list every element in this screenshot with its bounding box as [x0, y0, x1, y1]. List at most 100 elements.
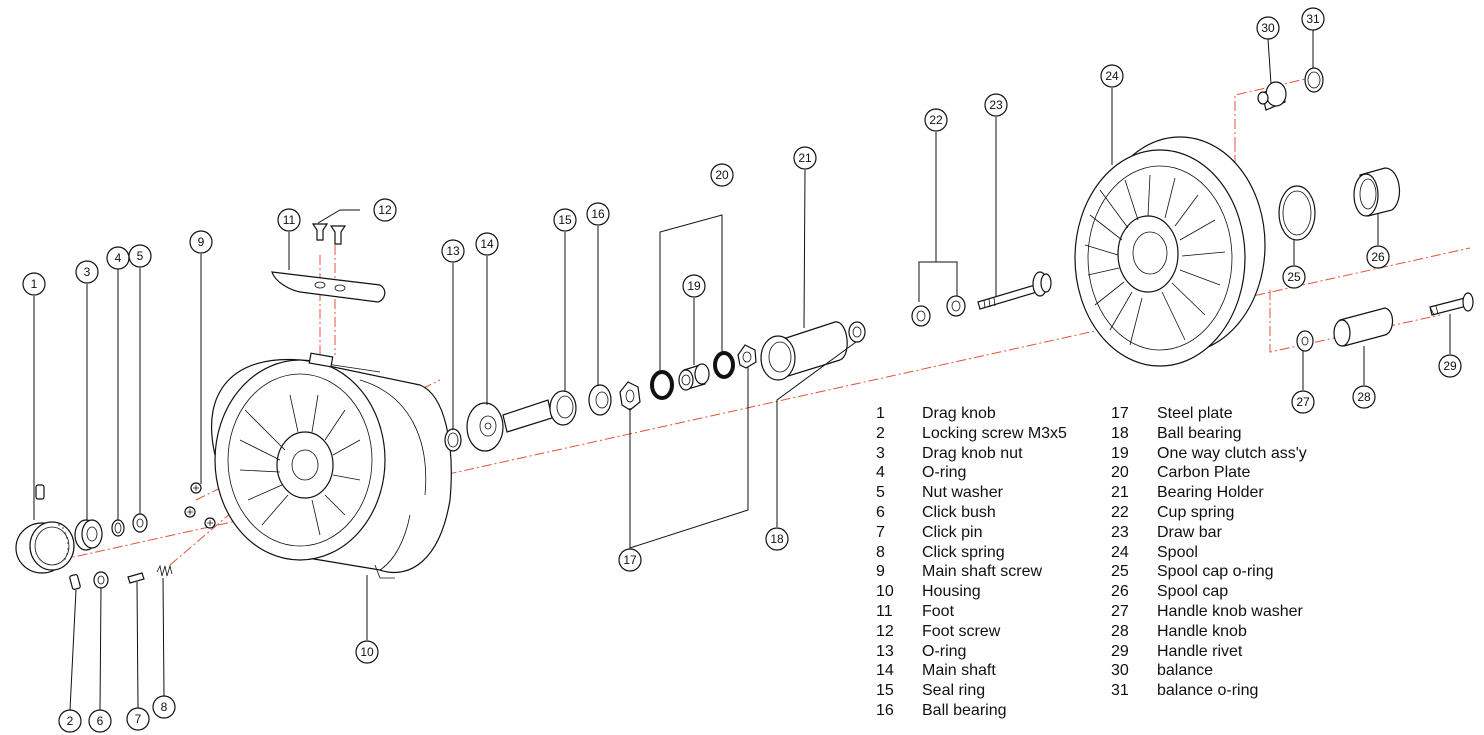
balance-o-ring-part	[1304, 67, 1324, 93]
legend-num: 4	[876, 464, 885, 482]
svg-text:30: 30	[1261, 21, 1275, 35]
callout-2: 2	[58, 709, 82, 733]
legend-num: 14	[876, 662, 894, 680]
legend-row: 7 Click pin	[876, 523, 1067, 543]
legend-name: Draw bar	[1157, 523, 1222, 541]
carbon-plate-part	[650, 351, 735, 400]
legend-name: Click pin	[922, 523, 983, 541]
nut-washer-part	[132, 513, 148, 533]
legend-row: 2 Locking screw M3x5	[876, 424, 1067, 444]
handle-rivet-part	[1429, 292, 1474, 316]
foot-part	[271, 271, 386, 303]
svg-text:18: 18	[770, 532, 784, 546]
callout-15: 15	[553, 208, 577, 232]
legend-num: 5	[876, 484, 885, 502]
spool-part	[1074, 136, 1266, 367]
legend-num: 15	[876, 682, 894, 700]
callout-5: 5	[128, 244, 152, 268]
svg-text:2: 2	[67, 714, 74, 728]
legend-name: Spool cap o-ring	[1157, 563, 1274, 581]
legend-name: Seal ring	[922, 682, 986, 700]
legend-num: 1	[876, 405, 885, 422]
legend-row: 15 Seal ring	[876, 681, 1067, 701]
legend-num: 25	[1111, 563, 1129, 581]
callout-19: 19	[682, 274, 706, 298]
svg-text:10: 10	[360, 645, 374, 659]
legend-name: One way clutch ass'y	[1157, 444, 1307, 462]
callout-10: 10	[355, 640, 379, 664]
legend-name: Locking screw M3x5	[922, 424, 1067, 442]
callout-6: 6	[88, 709, 112, 733]
legend-name: O-ring	[922, 642, 967, 660]
click-spring-part	[156, 564, 173, 577]
svg-text:16: 16	[591, 207, 605, 221]
callout-30: 30	[1256, 16, 1280, 40]
spool-cap-o-ring-inner	[1282, 190, 1312, 236]
svg-text:28: 28	[1357, 390, 1371, 404]
legend-row: 6 Click bush	[876, 503, 1067, 523]
drag-knob-part	[15, 521, 75, 574]
callout-28: 28	[1352, 385, 1376, 409]
legend-num: 2	[876, 424, 885, 442]
balance-o-ring-inner	[1307, 71, 1321, 89]
callout-12: 12	[373, 198, 397, 222]
svg-text:27: 27	[1296, 395, 1310, 409]
legend-name: Carbon Plate	[1157, 464, 1251, 482]
callout-13: 13	[441, 239, 465, 263]
svg-text:15: 15	[558, 213, 572, 227]
cup-spring-part	[911, 295, 966, 327]
legend-row: 27 Handle knob washer	[1111, 602, 1307, 622]
legend-num: 18	[1111, 424, 1129, 442]
callout-14: 14	[475, 232, 499, 256]
spool-cap-o-ring-part	[1278, 185, 1316, 241]
o-ring-13-inner	[447, 432, 459, 448]
svg-text:23: 23	[989, 98, 1003, 112]
legend-name: Click bush	[922, 503, 996, 521]
legend-row: 18 Ball bearing	[1111, 424, 1307, 444]
legend-num: 17	[1111, 405, 1129, 422]
callout-4: 4	[106, 246, 130, 270]
legend-num: 30	[1111, 662, 1129, 680]
svg-text:31: 31	[1306, 12, 1320, 26]
handle-knob-washer-inner	[1301, 336, 1309, 346]
leader-lines	[33, 30, 1451, 711]
legend-num: 27	[1111, 602, 1129, 620]
main-shaft-screw-part	[184, 482, 216, 529]
ball-bearing-16-part	[588, 384, 612, 416]
legend-name: Handle knob washer	[1157, 602, 1303, 620]
svg-text:1: 1	[31, 277, 38, 291]
ball-bearing-18-part	[848, 321, 866, 343]
svg-text:24: 24	[1105, 69, 1119, 83]
legend-name: Spool	[1157, 543, 1198, 561]
legend-name: Ball bearing	[1157, 424, 1242, 442]
svg-text:12: 12	[378, 203, 392, 217]
callout-3: 3	[75, 260, 99, 284]
balance-part	[1257, 81, 1287, 111]
svg-text:17: 17	[623, 553, 637, 567]
svg-text:6: 6	[97, 714, 104, 728]
legend-num: 6	[876, 503, 885, 521]
legend-name: Steel plate	[1157, 405, 1233, 422]
foot-screw-part	[311, 223, 347, 245]
callout-16: 16	[586, 202, 610, 226]
svg-text:8: 8	[161, 700, 168, 714]
legend-num: 7	[876, 523, 885, 541]
callout-9: 9	[189, 230, 213, 254]
main-shaft-part	[466, 399, 553, 452]
callout-27: 27	[1291, 390, 1315, 414]
